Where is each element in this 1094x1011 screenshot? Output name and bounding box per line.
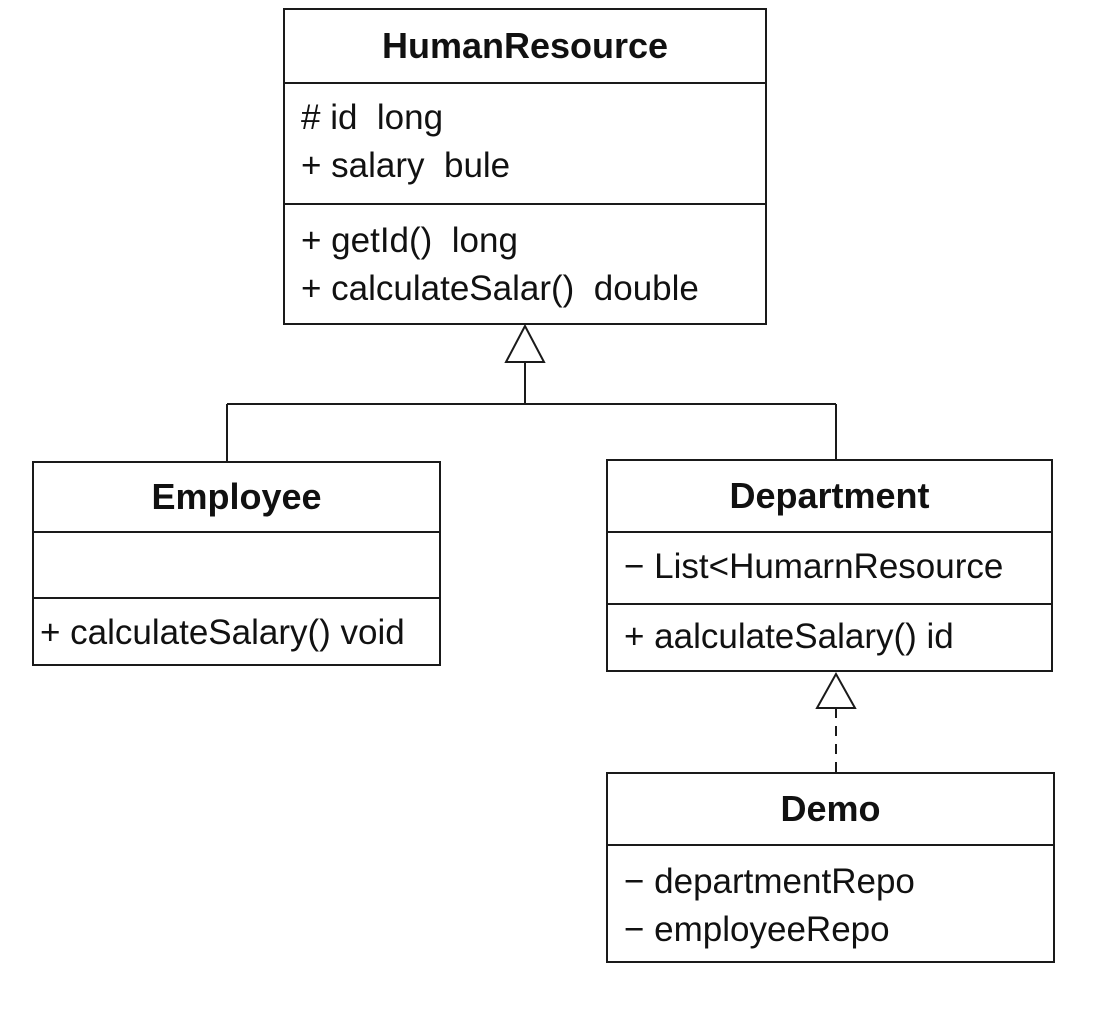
generalization-connector: [226, 323, 837, 461]
operation: + aalculateSalary() id: [624, 617, 954, 656]
class-name: Employee: [151, 476, 322, 517]
class-employee[interactable]: Employee + calculateSalary() void: [32, 461, 441, 666]
class-department[interactable]: Department − List<HumarnResource + aalcu…: [606, 459, 1053, 672]
generalization-arrowhead: [504, 323, 546, 363]
class-demo[interactable]: Demo − departmentRepo − employeeRepo: [606, 772, 1055, 963]
realization-connector: [815, 671, 857, 772]
attribute: − employeeRepo: [624, 910, 890, 949]
attribute: − List<HumarnResource: [624, 547, 1004, 586]
operations-compartment: + calculateSalary() void: [34, 597, 439, 657]
operation: + getId() long: [301, 221, 518, 260]
operations-compartment: + aalculateSalary() id: [608, 603, 1051, 661]
attributes-compartment: # id long + salary bule: [285, 82, 765, 203]
attributes-compartment: − departmentRepo − employeeRepo: [608, 844, 1053, 954]
attributes-compartment: − List<HumarnResource: [608, 531, 1051, 603]
attribute: − departmentRepo: [624, 862, 915, 901]
class-name: HumanResource: [381, 25, 669, 66]
operations-compartment: + getId() long + calculateSalar() double: [285, 203, 765, 313]
class-name: Demo: [780, 788, 881, 829]
operation: + calculateSalary() void: [40, 613, 405, 652]
attributes-compartment: [34, 531, 439, 597]
attribute: + salary bule: [301, 146, 511, 185]
operation: + calculateSalar() double: [301, 269, 699, 308]
class-human-resource[interactable]: HumanResource # id long + salary bule + …: [283, 8, 767, 325]
attribute: # id long: [301, 98, 444, 137]
realization-arrowhead: [815, 671, 857, 709]
class-name: Department: [729, 475, 930, 516]
